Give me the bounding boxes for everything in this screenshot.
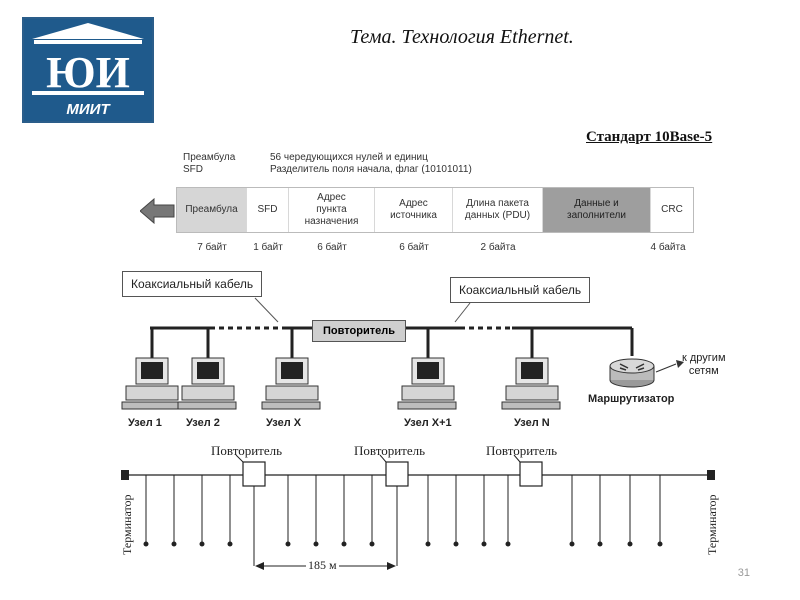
terminator-right-mark	[707, 470, 715, 480]
node-label: Узел N	[514, 417, 550, 429]
repeater-box: Повторитель	[312, 320, 406, 342]
frame-field-data: Данные и заполнители	[543, 188, 651, 232]
frame-field-source: Адрес источника	[375, 188, 453, 232]
router-label: Маршрутизатор	[588, 393, 675, 405]
frame-field-preamble: Преамбула	[177, 188, 247, 232]
size-label: 1 байт	[253, 242, 283, 253]
node-label: Узел 1	[128, 417, 162, 429]
size-label: 7 байт	[197, 242, 227, 253]
other-networks-label: к другим сетям	[682, 352, 726, 377]
router-icon	[609, 358, 655, 388]
frame-field-sfd: SFD	[247, 188, 289, 232]
logo-graphic: ЮИ МИИТ	[24, 19, 152, 121]
distance-label: 185 м	[306, 558, 339, 573]
segment-repeater-box	[385, 461, 409, 487]
frame-header-right: 56 чередующихся нулей и единиц Разделите…	[270, 152, 472, 175]
size-label: 6 байт	[317, 242, 347, 253]
computer-icon	[261, 357, 321, 410]
callout-coax-left: Коаксиальный кабель	[122, 271, 263, 297]
segment-repeater-label: Повторитель	[354, 443, 426, 458]
frame-header-left: Преамбула SFD	[183, 152, 236, 175]
frame-field-length: Длина пакета данных (PDU)	[453, 188, 543, 232]
segment-repeater-label: Повторитель	[211, 443, 283, 458]
computer-icon	[397, 357, 457, 410]
computer-icon	[177, 357, 237, 410]
node-label: Узел X+1	[404, 417, 452, 429]
standard-heading: Стандарт 10Base-5	[586, 129, 713, 145]
computer-icon	[121, 357, 181, 410]
size-label: 4 байта	[650, 242, 686, 253]
frame-bar	[176, 187, 694, 233]
terminator-left-label: Терминатор	[120, 494, 134, 555]
router-link	[655, 363, 677, 373]
node-label: Узел X	[266, 417, 302, 429]
size-label: 6 байт	[399, 242, 429, 253]
logo: ЮИ МИИТ	[22, 17, 154, 123]
frame-field-destination: Адрес пункта назначения	[289, 188, 375, 232]
slide-number: 31	[737, 567, 750, 579]
segment-repeater-box	[242, 461, 266, 487]
computer-icon	[501, 357, 561, 410]
logo-subtitle: МИИТ	[66, 101, 111, 118]
size-label: 2 байта	[480, 242, 516, 253]
direction-arrow-icon	[140, 198, 175, 224]
node-label: Узел 2	[186, 417, 220, 429]
slide-title: Тема. Технология Ethernet.	[350, 26, 574, 48]
logo-letters: ЮИ	[46, 48, 130, 97]
terminator-left-mark	[121, 470, 129, 480]
segment-repeater-box	[519, 461, 543, 487]
frame-field-crc: CRC	[661, 204, 683, 215]
callout-coax-right: Коаксиальный кабель	[450, 277, 591, 303]
terminator-right-label: Терминатор	[705, 494, 719, 555]
segment-repeater-label: Повторитель	[486, 443, 558, 458]
